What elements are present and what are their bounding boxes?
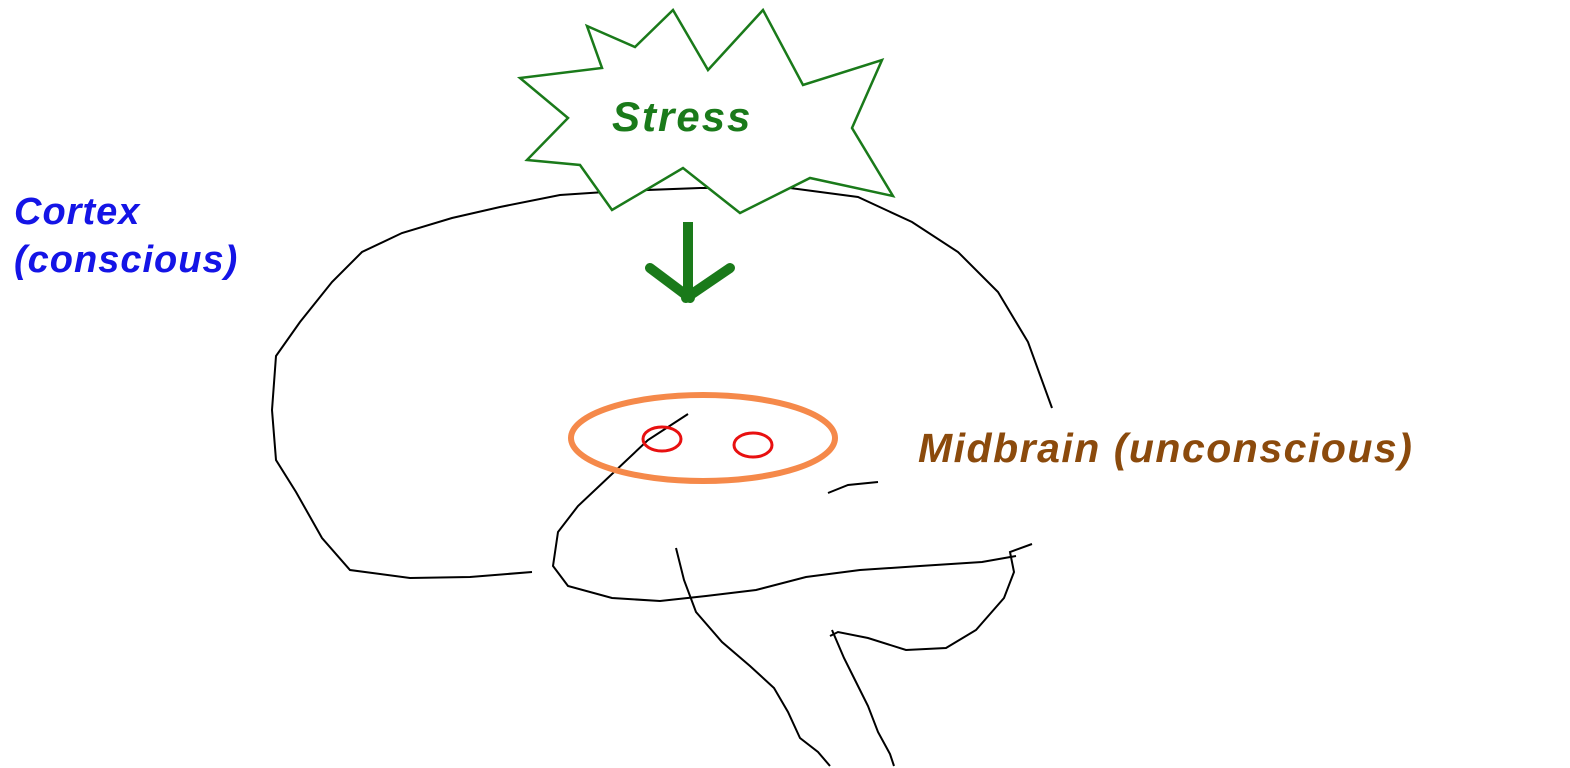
cerebellum-outline [830, 544, 1032, 650]
brainstem-left [676, 548, 830, 766]
midbrain-ellipse [571, 395, 835, 481]
brainstem-right [832, 630, 894, 766]
cortex-label-line1: Cortex [14, 188, 238, 236]
stress-label: Stress [612, 96, 752, 138]
cortex-label: Cortex (conscious) [14, 188, 238, 284]
brain-outline [272, 188, 1052, 578]
brain-inner-curve [828, 482, 878, 493]
marker-circle-right [734, 433, 772, 457]
cortex-label-line2: (conscious) [14, 236, 238, 284]
stress-arrow-icon [650, 222, 730, 298]
midbrain-label: Midbrain (unconscious) [918, 428, 1413, 469]
